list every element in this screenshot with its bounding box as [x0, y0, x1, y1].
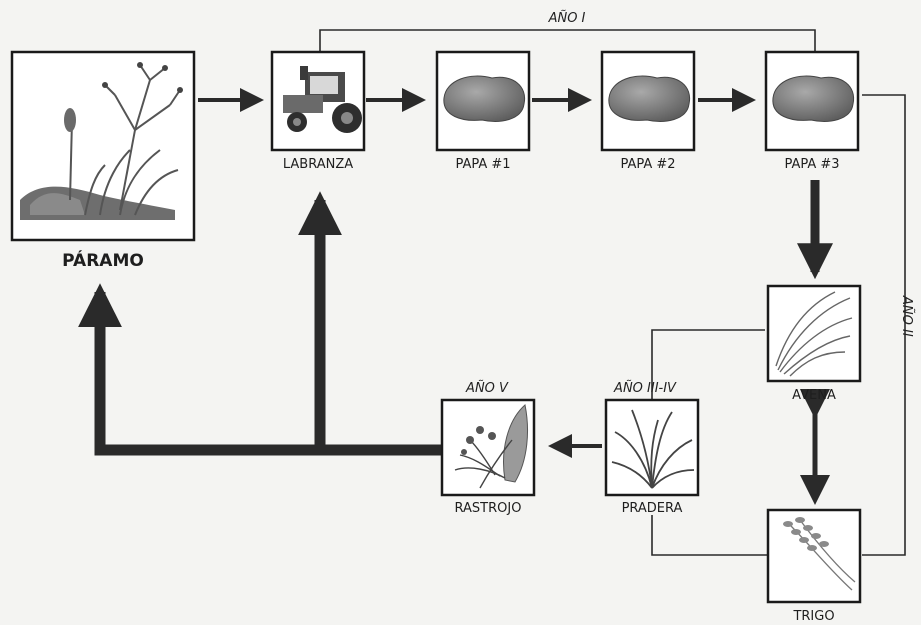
return-path-rastrojo [94, 360, 442, 456]
labranza-label: LABRANZA [283, 157, 353, 172]
tractor-icon [283, 66, 362, 133]
ano-iii-iv-bracket-lower [651, 515, 768, 556]
potato-2-icon [608, 75, 691, 122]
wheat-icon [783, 517, 856, 591]
ano-v-label: AÑO V [465, 380, 509, 396]
ano-i-bracket [319, 29, 816, 52]
paramo-plants-icon [20, 62, 183, 220]
node-boxes [10, 50, 862, 604]
potato-1-icon [443, 75, 526, 122]
papa3-label: PAPA #3 [784, 157, 839, 172]
node-labels: PÁRAMO LABRANZA PAPA #1 PAPA #2 PAPA #3 … [62, 157, 839, 624]
avena-label: AVENA [792, 388, 836, 403]
avena-plant-icon [775, 291, 853, 377]
ano-i-label: AÑO I [548, 10, 586, 26]
ano-ii-bracket [862, 94, 906, 556]
ano-iii-iv-label: AÑO III-IV [613, 380, 677, 396]
connector-lines [319, 29, 906, 556]
ano-ii-label: AÑO II [899, 295, 915, 337]
trigo-label: TRIGO [792, 609, 834, 624]
rastrojo-plant-icon [454, 404, 529, 489]
paramo-label: PÁRAMO [62, 249, 144, 271]
pradera-grass-icon [611, 409, 695, 489]
pradera-label: PRADERA [622, 501, 683, 516]
avena-box [766, 284, 862, 383]
rastrojo-label: RASTROJO [455, 501, 522, 516]
potato-icons [443, 75, 855, 122]
ano-iii-iv-bracket [651, 329, 765, 400]
papa2-label: PAPA #2 [620, 157, 675, 172]
thick-arrows [78, 180, 833, 505]
papa1-label: PAPA #1 [455, 157, 510, 172]
trigo-box [766, 508, 862, 604]
potato-3-icon [772, 75, 855, 122]
year-labels: AÑO I AÑO II AÑO III-IV AÑO V [465, 10, 915, 396]
top-row-arrows [198, 88, 756, 458]
